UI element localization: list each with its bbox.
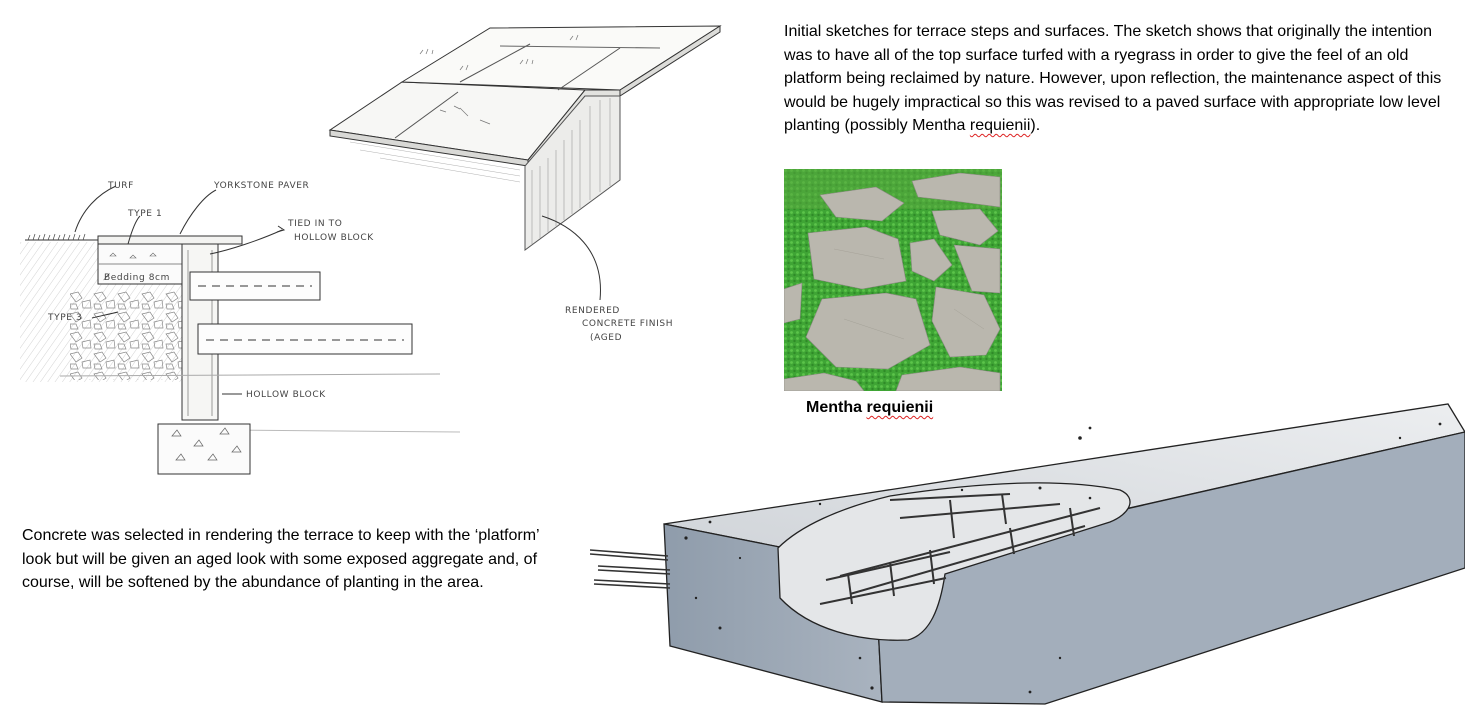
section-drawing: [20, 185, 461, 475]
section-sketch: TURF YORKSTONE PAVER TYPE 1 TIED IN TO H…: [20, 181, 461, 475]
perspective-sketch: RENDERED CONCRETE FINISH (AGED: [328, 25, 722, 343]
label-aged: (AGED: [590, 333, 622, 343]
perspective-step-drawing: [328, 25, 722, 301]
label-hollow-block-top: HOLLOW BLOCK: [294, 233, 374, 243]
description-top-species: requienii: [969, 117, 1031, 134]
slab-drawing: [590, 403, 1465, 705]
label-hollow-block: HOLLOW BLOCK: [246, 390, 326, 400]
section-labels: TURF YORKSTONE PAVER TYPE 1 TIED IN TO H…: [47, 181, 374, 400]
label-turf: TURF: [107, 181, 134, 191]
photo-caption-species: requienii: [866, 399, 934, 416]
label-type3: TYPE 3: [47, 313, 82, 323]
perspective-labels: RENDERED CONCRETE FINISH (AGED: [565, 306, 673, 343]
photo-caption: Mentha requienii: [806, 399, 933, 417]
description-top-lead: Initial sketches for terrace steps and s…: [784, 23, 1442, 134]
label-concrete-finish: CONCRETE FINISH: [582, 319, 673, 329]
label-type1: TYPE 1: [127, 209, 162, 219]
mentha-photo-graphic: [784, 169, 1002, 391]
label-rendered: RENDERED: [565, 306, 620, 316]
photo-caption-genus: Mentha: [806, 399, 867, 416]
mentha-requienii-photo: [784, 169, 1002, 391]
description-top-tail: ).: [1030, 117, 1041, 134]
concrete-slab-sketch: [590, 403, 1465, 705]
label-yorkstone-paver: YORKSTONE PAVER: [213, 181, 309, 191]
label-tied-in-to: TIED IN TO: [287, 219, 342, 229]
description-top: Initial sketches for terrace steps and s…: [784, 20, 1456, 138]
description-bottom: Concrete was selected in rendering the t…: [22, 527, 540, 591]
label-bedding: B̸edding 8cm: [103, 273, 170, 283]
